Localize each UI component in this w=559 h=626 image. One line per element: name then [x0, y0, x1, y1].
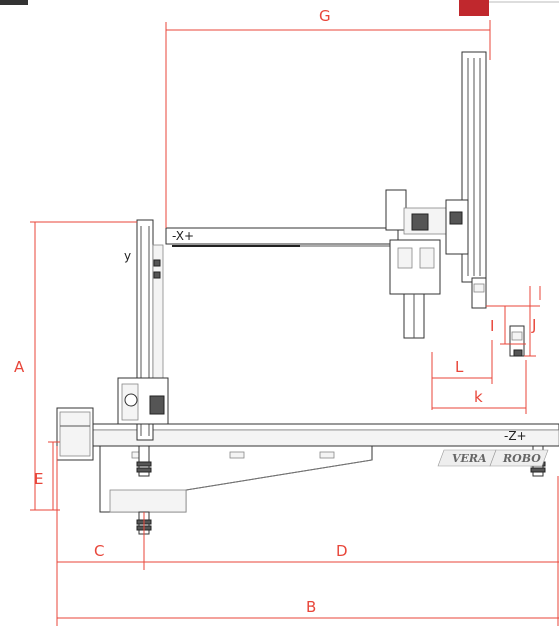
dim-A: A	[14, 221, 137, 511]
y-column	[117, 219, 169, 441]
dim-I-label: I	[490, 317, 494, 335]
dim-G-label: G	[319, 7, 331, 25]
brand-lettering: VERA ROBO	[437, 449, 549, 467]
dim-C-D: C D	[56, 446, 559, 626]
dim-L-label: L	[455, 358, 464, 376]
base-rail	[91, 423, 559, 513]
x-carriage	[385, 189, 455, 339]
brand-right: ROBO	[502, 452, 541, 465]
axis-x-label: -X+	[172, 229, 194, 243]
dim-G: G	[165, 7, 491, 228]
brand-left: VERA	[452, 452, 487, 465]
axis-y-label: y	[124, 249, 131, 263]
dim-A-label: A	[14, 358, 25, 376]
dim-C-label: C	[94, 542, 104, 560]
dim-J: J	[524, 286, 536, 357]
dim-I: I	[486, 305, 540, 345]
dim-E-label: E	[34, 470, 43, 488]
dim-E: E	[34, 441, 60, 510]
dim-J-label: J	[531, 316, 536, 334]
dim-D-label: D	[336, 542, 348, 560]
logo-fragment	[0, 0, 28, 5]
axis-z-label: -Z+	[504, 429, 527, 443]
dim-k: k	[432, 360, 527, 414]
right-vertical-arm	[445, 51, 487, 309]
z-motor-block	[56, 407, 94, 461]
dim-B: B	[57, 598, 559, 619]
dim-B-label: B	[306, 598, 316, 616]
dim-k-label: k	[474, 388, 483, 406]
end-effector	[509, 325, 525, 357]
corner-tab	[459, 0, 489, 16]
dim-L: L	[431, 340, 493, 410]
x-beam	[165, 227, 399, 247]
